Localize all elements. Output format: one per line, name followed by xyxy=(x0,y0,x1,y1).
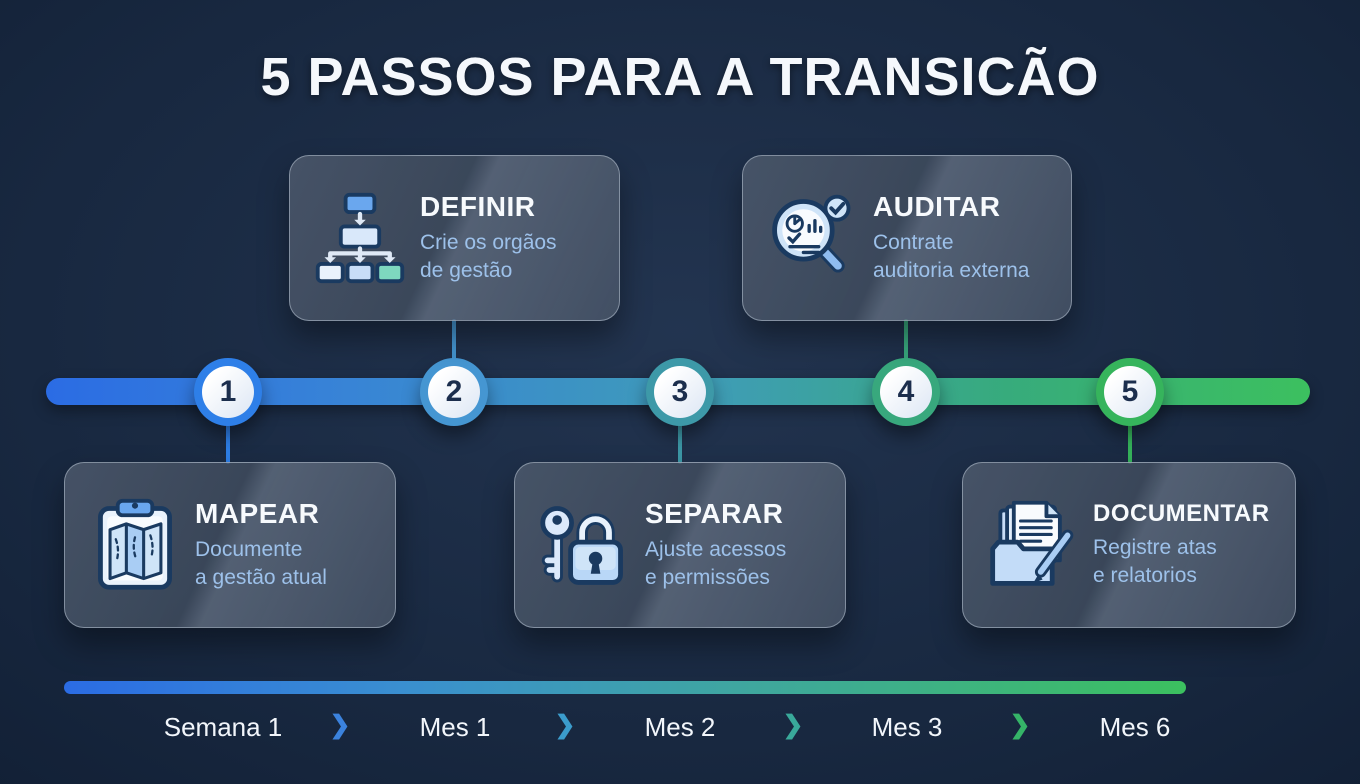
step-card-auditar: AUDITAR Contrate auditoria externa xyxy=(742,155,1072,321)
step-card-separar: SEPARAR Ajuste acessos e permissões xyxy=(514,462,846,628)
chevron-right-icon: ❯ xyxy=(782,711,804,739)
step-description: Documente a gestão atual xyxy=(195,537,327,589)
schedule-bar xyxy=(64,681,1186,694)
schedule-label-mes-6: Mes 6 xyxy=(1099,712,1171,742)
page-title: 5 PASSOS PARA A TRANSICÃO xyxy=(260,47,1100,107)
timeline-node-5: 5 xyxy=(1096,358,1164,426)
key-lock-icon xyxy=(537,497,633,593)
step-number: 2 xyxy=(428,366,480,418)
step-number: 4 xyxy=(880,366,932,418)
step-title: SEPARAR xyxy=(645,497,784,529)
connector-step-3 xyxy=(678,424,682,464)
schedule-label-mes-3: Mes 3 xyxy=(871,712,943,742)
step-title: DEFINIR xyxy=(420,190,536,222)
timeline-node-3: 3 xyxy=(646,358,714,426)
step-description: Crie os orgãos de gestão xyxy=(420,230,557,282)
step-card-documentar: DOCUMENTAR Registre atas e relatorios xyxy=(962,462,1296,628)
step-number: 5 xyxy=(1104,366,1156,418)
connector-step-4 xyxy=(904,319,908,361)
step-number: 3 xyxy=(654,366,706,418)
chevron-right-icon: ❯ xyxy=(1009,711,1031,739)
schedule-label-mes-2: Mes 2 xyxy=(644,712,716,742)
chevron-right-icon: ❯ xyxy=(329,711,351,739)
timeline-node-2: 2 xyxy=(420,358,488,426)
timeline-node-1: 1 xyxy=(194,358,262,426)
step-number: 1 xyxy=(202,366,254,418)
schedule-label-mes-1: Mes 1 xyxy=(419,712,491,742)
audit-magnifier-icon xyxy=(765,190,861,286)
connector-step-1 xyxy=(226,424,230,464)
step-description: Registre atas e relatorios xyxy=(1093,535,1217,587)
org-chart-icon xyxy=(312,190,408,286)
schedule-label-semana-1: Semana 1 xyxy=(163,712,283,742)
step-title: AUDITAR xyxy=(873,190,1001,222)
timeline-node-4: 4 xyxy=(872,358,940,426)
step-title: DOCUMENTAR xyxy=(1093,499,1270,527)
step-title: MAPEAR xyxy=(195,497,320,529)
map-clipboard-icon xyxy=(87,497,183,593)
connector-step-2 xyxy=(452,319,456,361)
step-description: Contrate auditoria externa xyxy=(873,230,1030,282)
folder-docs-pen-icon xyxy=(985,497,1081,593)
step-card-mapear: MAPEAR Documente a gestão atual xyxy=(64,462,396,628)
step-description: Ajuste acessos e permissões xyxy=(645,537,787,589)
step-card-definir: DEFINIR Crie os orgãos de gestão xyxy=(289,155,620,321)
chevron-right-icon: ❯ xyxy=(554,711,576,739)
connector-step-5 xyxy=(1128,424,1132,464)
